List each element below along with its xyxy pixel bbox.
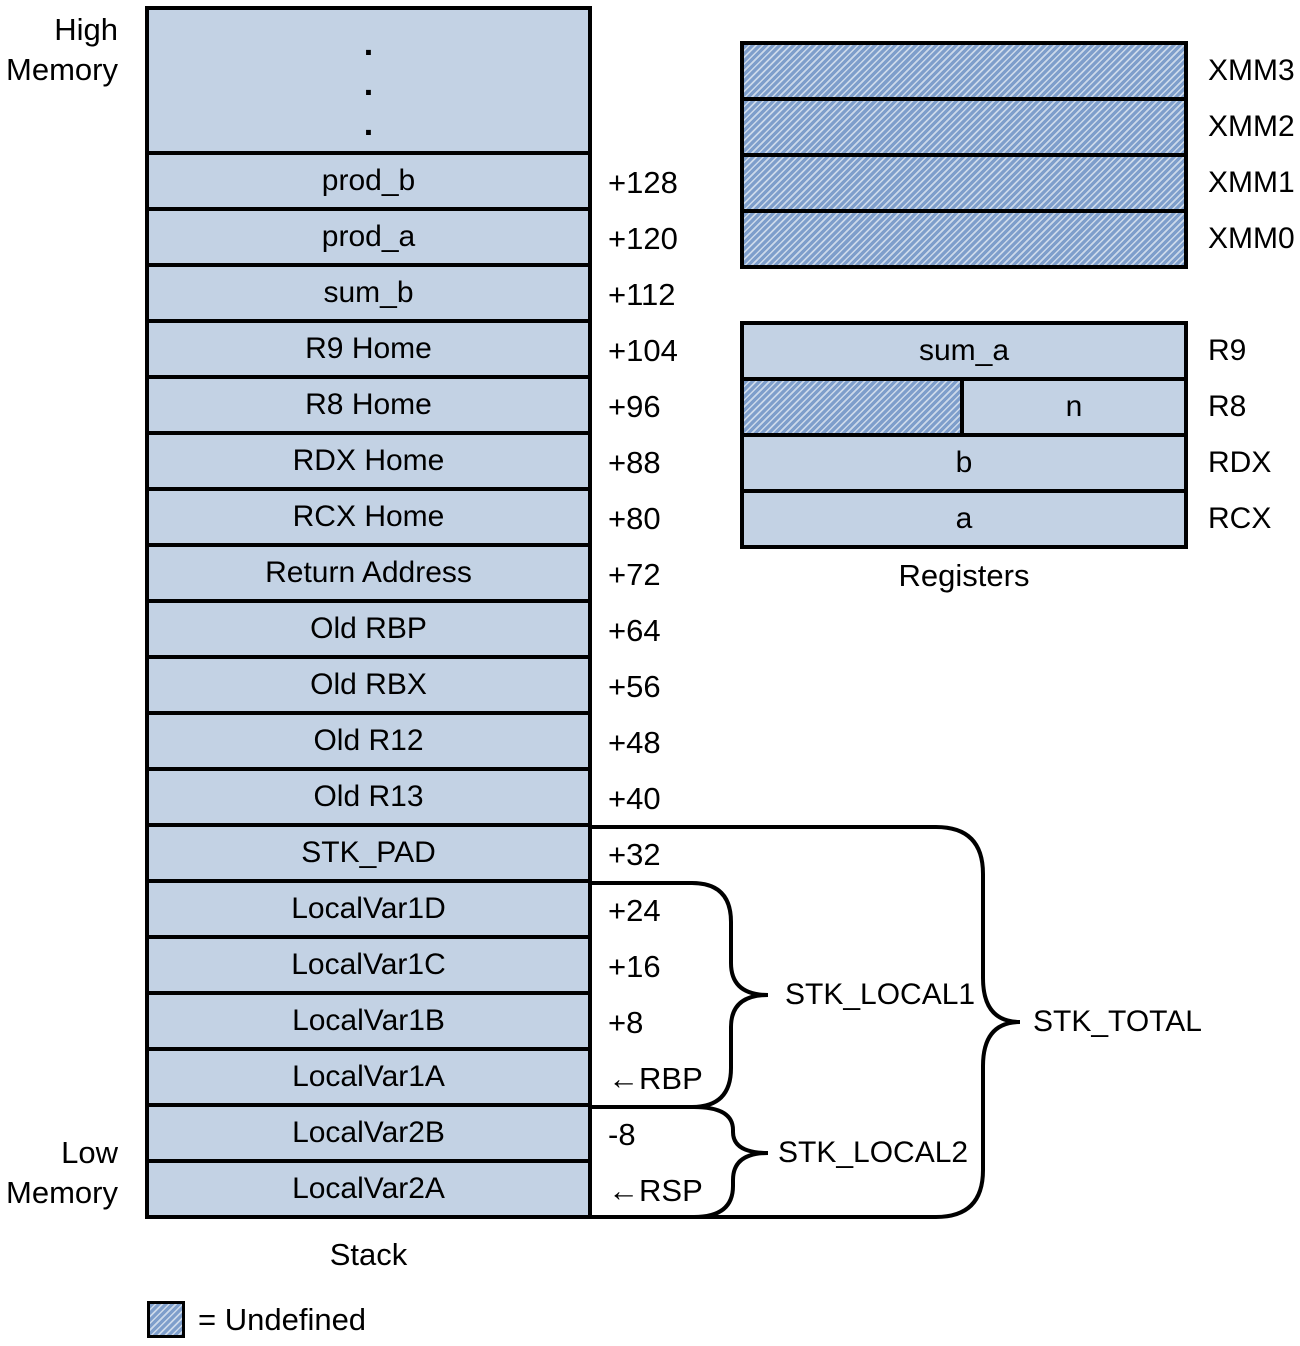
- stack-row: Old RBP: [149, 599, 588, 655]
- stack-row: Old R13: [149, 767, 588, 823]
- low-memory-label: Low Memory: [6, 1135, 118, 1210]
- rdx-value: b: [955, 446, 973, 479]
- rbp-pointer-label: ←RBP: [608, 1061, 703, 1096]
- stack-cell-label: LocalVar1D: [291, 892, 446, 925]
- stack-caption: Stack: [329, 1237, 408, 1272]
- stack-cell-label: Old RBP: [310, 612, 427, 645]
- stack-cell-label: LocalVar1B: [292, 1004, 445, 1037]
- stack-row: LocalVar1A: [149, 1047, 588, 1103]
- stack-box: . . . prod_b prod_a sum_b R9 Home R8 Hom…: [145, 6, 592, 1219]
- xmm3-register-cell: [744, 45, 1184, 97]
- stack-offset: +88: [608, 445, 661, 480]
- stack-row: LocalVar2A: [149, 1159, 588, 1215]
- r8-register-cell: n: [744, 377, 1184, 433]
- vertical-ellipsis: . . .: [363, 25, 374, 143]
- stk-local2-label: STK_LOCAL2: [778, 1136, 969, 1169]
- xmm1-register-cell: [744, 153, 1184, 209]
- stack-row: LocalVar1B: [149, 991, 588, 1047]
- stack-row: Return Address: [149, 543, 588, 599]
- stack-cell-label: prod_a: [321, 220, 416, 253]
- stack-offset: +64: [608, 613, 661, 648]
- cpu-register-box: sum_a n b a: [740, 321, 1188, 549]
- xmm0-register-cell: [744, 209, 1184, 265]
- rdx-register-cell: b: [744, 433, 1184, 489]
- stack-offset: +112: [608, 277, 676, 312]
- rcx-label: RCX: [1208, 502, 1272, 535]
- stk-total-label: STK_TOTAL: [1033, 1005, 1202, 1038]
- stack-row: Old RBX: [149, 655, 588, 711]
- xmm3-label: XMM3: [1208, 54, 1295, 87]
- stack-row: prod_a: [149, 207, 588, 263]
- r9-register-cell: sum_a: [744, 325, 1184, 377]
- r8-value-half: n: [964, 381, 1184, 433]
- stack-cell-label: RCX Home: [292, 500, 445, 533]
- stack-offset: +32: [608, 837, 661, 872]
- stack-offset: +40: [608, 781, 661, 816]
- stack-offset: +104: [608, 333, 678, 368]
- stack-row: LocalVar2B: [149, 1103, 588, 1159]
- stack-offset: +128: [608, 165, 678, 200]
- rsp-pointer-label: ←RSP: [608, 1173, 703, 1208]
- high-memory-label: High Memory: [6, 12, 118, 87]
- stack-offset: +72: [608, 557, 661, 592]
- stack-offset: +16: [608, 949, 661, 984]
- stack-cell-label: R9 Home: [305, 332, 432, 365]
- stack-cell-label: sum_b: [323, 276, 414, 309]
- stack-offset: +56: [608, 669, 661, 704]
- rcx-value: a: [955, 502, 973, 535]
- rdx-label: RDX: [1208, 446, 1272, 479]
- stack-row: RCX Home: [149, 487, 588, 543]
- stack-offset: +48: [608, 725, 661, 760]
- xmm2-register-cell: [744, 97, 1184, 153]
- stack-row-ellipsis: . . .: [149, 10, 588, 151]
- stack-cell-label: RDX Home: [292, 444, 445, 477]
- stack-offset: +24: [608, 893, 661, 928]
- r8-value: n: [1065, 390, 1083, 423]
- stack-cell-label: Old R13: [313, 780, 424, 813]
- rcx-register-cell: a: [744, 489, 1184, 545]
- stack-offset: +8: [608, 1005, 644, 1040]
- xmm2-label: XMM2: [1208, 110, 1295, 143]
- undefined-legend-swatch: [147, 1301, 185, 1338]
- xmm0-label: XMM0: [1208, 222, 1295, 255]
- r8-undefined-half: [744, 381, 964, 433]
- stack-offset: +120: [608, 221, 678, 256]
- stack-offset: +96: [608, 389, 661, 424]
- stack-row: RDX Home: [149, 431, 588, 487]
- stack-offset: +80: [608, 501, 661, 536]
- stack-row: prod_b: [149, 151, 588, 207]
- r8-label: R8: [1208, 390, 1247, 423]
- stack-cell-label: Old R12: [313, 724, 424, 757]
- stack-row: R9 Home: [149, 319, 588, 375]
- stack-cell-label: LocalVar2A: [292, 1172, 445, 1205]
- stk-local1-label: STK_LOCAL1: [785, 978, 976, 1011]
- r9-value: sum_a: [918, 334, 1010, 367]
- stack-cell-label: STK_PAD: [301, 836, 436, 869]
- stack-row: R8 Home: [149, 375, 588, 431]
- registers-caption: Registers: [898, 558, 1030, 593]
- r9-label: R9: [1208, 334, 1247, 367]
- stack-row: STK_PAD: [149, 823, 588, 879]
- stack-cell-label: R8 Home: [305, 388, 432, 421]
- stack-cell-label: Old RBX: [310, 668, 427, 701]
- stack-row: Old R12: [149, 711, 588, 767]
- stack-cell-label: prod_b: [321, 164, 416, 197]
- undefined-legend-text: = Undefined: [198, 1302, 367, 1337]
- stack-cell-label: LocalVar1C: [291, 948, 446, 981]
- stack-row: sum_b: [149, 263, 588, 319]
- stack-cell-label: LocalVar1A: [292, 1060, 445, 1093]
- stack-cell-label: LocalVar2B: [292, 1116, 445, 1149]
- stack-cell-label: Return Address: [265, 556, 472, 589]
- xmm1-label: XMM1: [1208, 166, 1295, 199]
- xmm-register-box: [740, 41, 1188, 269]
- stack-row: LocalVar1D: [149, 879, 588, 935]
- stack-offset: -8: [608, 1117, 636, 1152]
- stack-row: LocalVar1C: [149, 935, 588, 991]
